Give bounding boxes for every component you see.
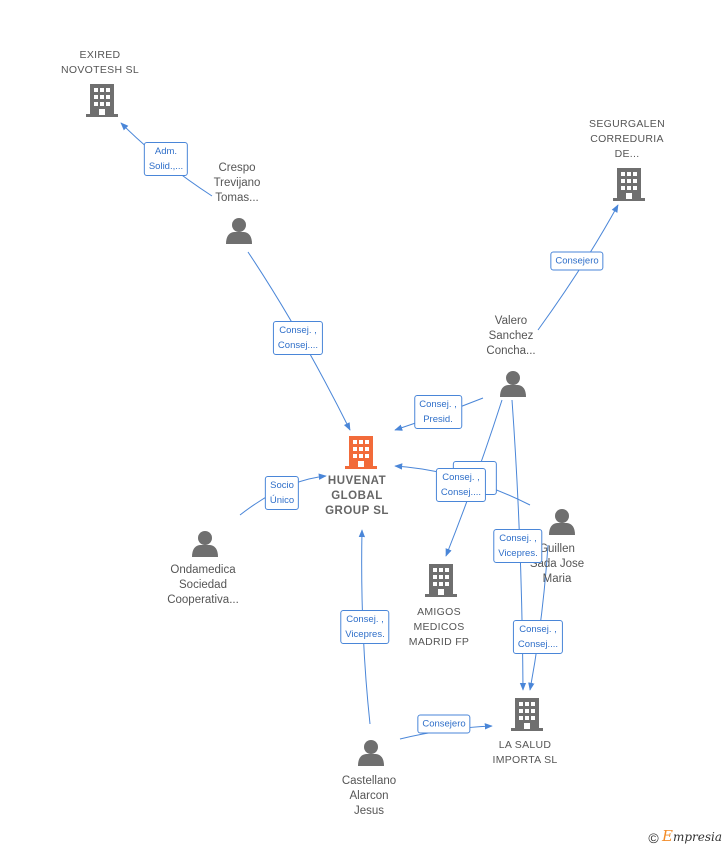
ondamedica-label[interactable]: Ondamedica Sociedad Cooperativa... bbox=[167, 564, 239, 606]
exired-label[interactable]: EXIRED NOVOTESH SL bbox=[61, 49, 139, 76]
valero-label[interactable]: Valero Sanchez Concha... bbox=[486, 315, 536, 357]
edge-label-guillen-huvenat[interactable]: Consej. , Consej.... bbox=[435, 468, 487, 502]
edge-label-valero-amigos[interactable]: Consej. , Vicepres. bbox=[493, 529, 543, 563]
amigos-building-icon[interactable] bbox=[425, 564, 457, 597]
crespo-label[interactable]: Crespo Trevijano Tomas... bbox=[213, 162, 261, 204]
segurgalen-label[interactable]: SEGURGALEN CORREDURIA DE... bbox=[589, 118, 665, 160]
castellano-person-icon[interactable] bbox=[358, 740, 384, 766]
amigos-label[interactable]: AMIGOS MEDICOS MADRID FP bbox=[408, 606, 470, 648]
lasalud-label[interactable]: LA SALUD IMPORTA SL bbox=[492, 739, 558, 766]
brand-logo-text: mpresia bbox=[672, 830, 722, 845]
brand-footer[interactable]: © Empresia bbox=[648, 827, 722, 846]
edge-label-crespo-exired[interactable]: Adm. Solid.,... bbox=[143, 142, 189, 176]
edge-label-guillen-lasalud[interactable]: Consej. , Consej.... bbox=[512, 620, 564, 654]
crespo-person-icon[interactable] bbox=[226, 218, 252, 244]
edge-label-valero-segurgalen[interactable]: Consejero bbox=[550, 251, 604, 271]
huvenat-building-icon[interactable] bbox=[345, 436, 377, 469]
huvenat-label[interactable]: HUVENAT GLOBAL GROUP SL bbox=[325, 475, 389, 517]
edge-guillen-lasalud bbox=[528, 544, 549, 691]
guillen-person-icon[interactable] bbox=[549, 509, 575, 535]
castellano-label[interactable]: Castellano Alarcon Jesus bbox=[341, 775, 397, 817]
brand-logo-letter: E bbox=[661, 827, 673, 846]
valero-person-icon[interactable] bbox=[500, 371, 526, 397]
copyright-symbol: © bbox=[648, 830, 659, 846]
lasalud-building-icon[interactable] bbox=[511, 698, 543, 731]
edge-label-crespo-huvenat[interactable]: Consej. , Consej.... bbox=[272, 321, 324, 355]
ondamedica-person-icon[interactable] bbox=[192, 531, 218, 557]
edge-label-ondamedica-huvenat[interactable]: Socio Único bbox=[264, 476, 300, 510]
edge-label-castellano-huvenat[interactable]: Consej. , Vicepres. bbox=[340, 610, 390, 644]
edge-label-valero-huvenat[interactable]: Consej. , Presid. bbox=[414, 395, 462, 429]
segurgalen-building-icon[interactable] bbox=[613, 168, 645, 201]
exired-building-icon[interactable] bbox=[86, 84, 118, 117]
edge-label-castellano-lasalud[interactable]: Consejero bbox=[417, 714, 471, 734]
